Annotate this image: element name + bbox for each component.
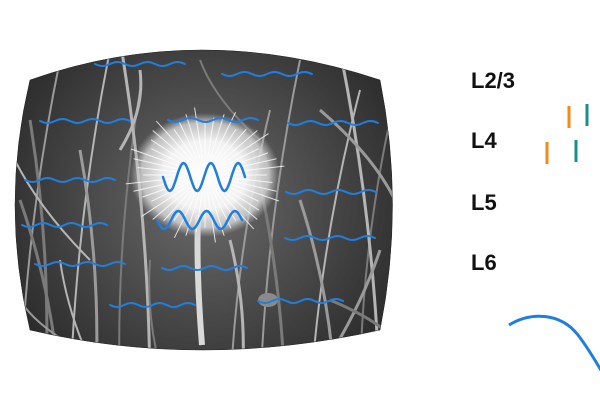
dandelion-seed	[224, 178, 277, 192]
large-wave-top	[161, 161, 247, 193]
small-wave	[94, 60, 186, 68]
dandelion-seed	[151, 183, 188, 202]
small-wave	[167, 116, 259, 124]
small-wave	[285, 188, 377, 196]
small-wave	[284, 234, 376, 242]
dandelion-seed	[173, 129, 196, 161]
dandelion-seed	[152, 186, 192, 220]
dandelion-seed	[141, 184, 190, 217]
layer-label-l23: L2/3	[471, 68, 516, 93]
small-wave	[34, 260, 126, 268]
small-wave	[24, 176, 116, 184]
grass-blade	[228, 239, 245, 350]
stimulus-image	[15, 50, 393, 350]
small-wave	[21, 221, 108, 229]
grass-blade	[69, 50, 111, 350]
dandelion-seed	[214, 189, 237, 221]
grass-blade	[18, 199, 62, 350]
grass-blade	[19, 59, 61, 350]
grass-blade	[359, 119, 391, 350]
dandelion-seed	[142, 181, 187, 198]
dandelion-seed	[155, 120, 194, 162]
small-wave	[39, 117, 131, 125]
grass-blade	[28, 119, 49, 350]
dandelion-seed	[218, 186, 258, 220]
dandelion-seed	[130, 148, 187, 169]
wave-overlays	[21, 60, 379, 309]
small-wave	[221, 70, 313, 78]
dandelion-seed	[220, 133, 269, 166]
grass-blade	[309, 89, 361, 350]
dandelion-seed	[150, 139, 190, 166]
dandelion-seed	[173, 190, 198, 239]
dandelion-seed	[185, 114, 201, 159]
grass-blade	[298, 199, 337, 350]
layer-label-l4: L4	[471, 128, 497, 153]
dandelion-seed	[178, 121, 198, 160]
dandelion-seed	[207, 117, 215, 159]
dandelion-seed	[216, 128, 247, 162]
grass-blade	[319, 108, 393, 201]
dandelion-seed	[223, 152, 268, 169]
spike-markers	[545, 104, 589, 164]
grass-blade	[148, 259, 171, 350]
large-wave-bottom	[155, 209, 244, 231]
grass-blade	[118, 50, 152, 350]
grass-blade	[298, 249, 382, 350]
dandelion-seed	[163, 188, 194, 222]
small-wave	[161, 264, 248, 272]
dandelion-seed	[212, 111, 237, 160]
dandelion-seed	[173, 189, 196, 221]
dandelion-seed	[194, 107, 203, 159]
dandelion-seed	[133, 158, 186, 172]
tuning-curve	[508, 314, 600, 372]
dandelion-seed	[133, 178, 186, 192]
dandelion-seed	[214, 129, 237, 161]
grass-blade	[118, 69, 143, 151]
grass-blade	[78, 149, 99, 350]
dandelion-seed	[216, 188, 255, 230]
grass-blade	[59, 259, 111, 350]
dandelion-seed	[185, 191, 201, 236]
small-wave	[109, 301, 196, 309]
grass-blades	[15, 50, 393, 350]
dandelion-seed	[152, 130, 192, 164]
dandelion-seed	[222, 148, 259, 167]
small-wave	[257, 297, 344, 305]
grass-blade	[259, 59, 301, 350]
layer-label-l5: L5	[471, 190, 497, 215]
dandelion-seed	[224, 176, 273, 184]
dandelion-seed	[218, 130, 258, 164]
dandelion-seed	[223, 181, 280, 202]
lens-outline	[14, 49, 393, 351]
dandelion-seed	[209, 114, 225, 159]
dandelion-seed	[224, 165, 285, 174]
layer-label-l6: L6	[471, 250, 497, 275]
small-wave	[287, 119, 379, 127]
grass-blade	[338, 50, 382, 350]
